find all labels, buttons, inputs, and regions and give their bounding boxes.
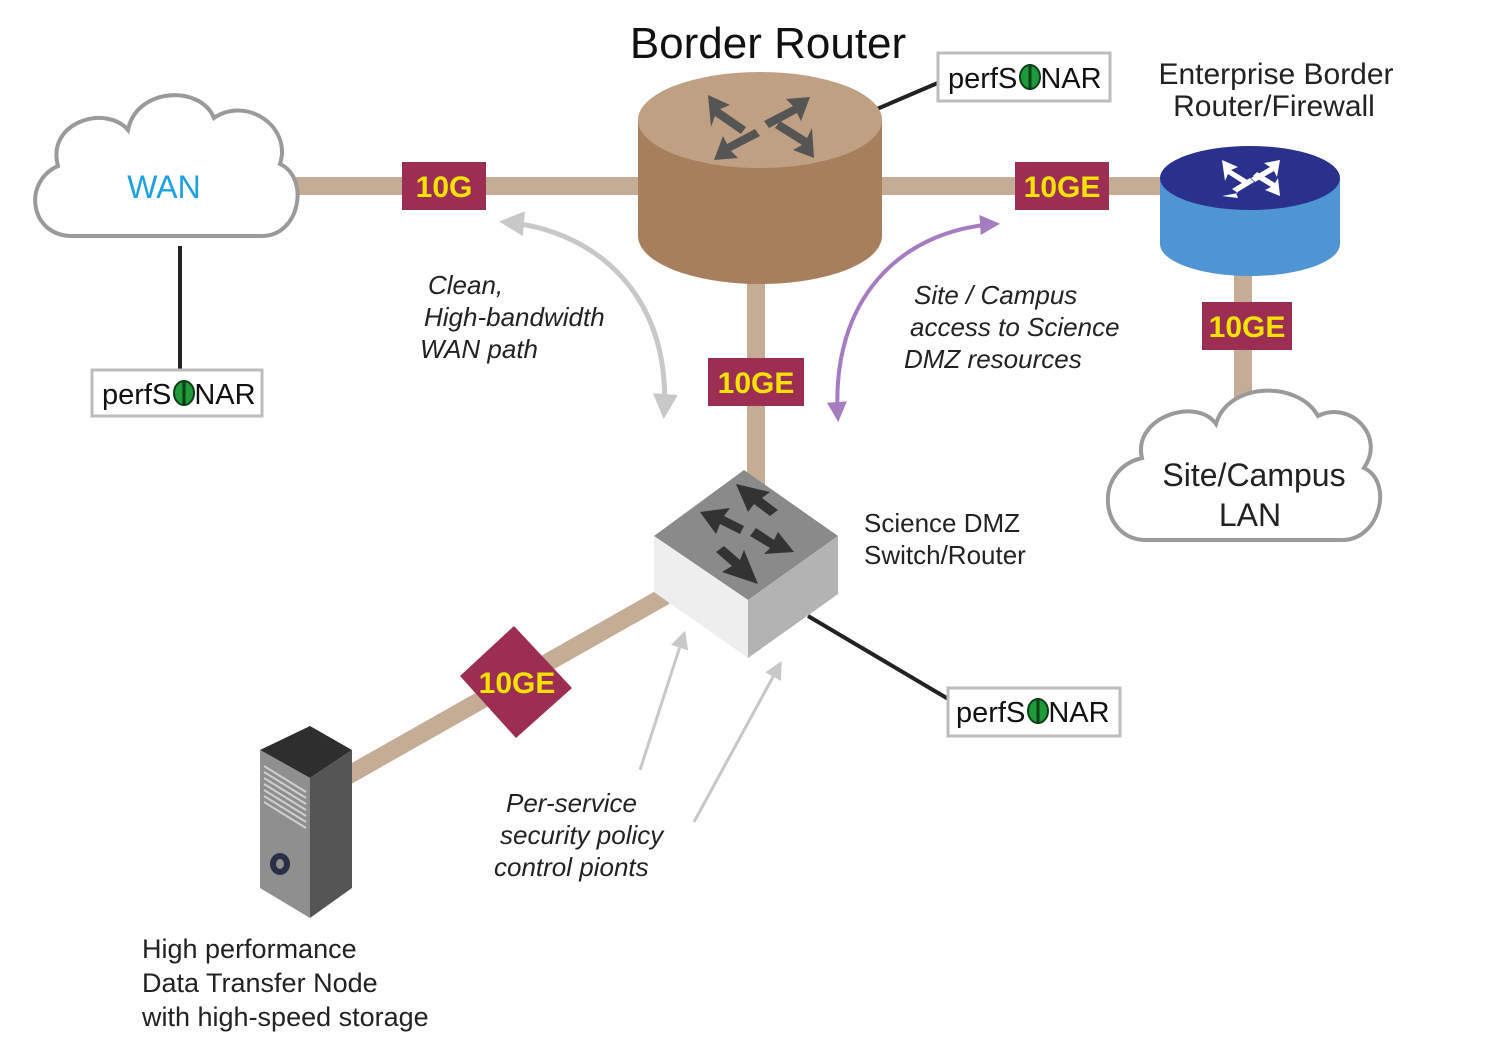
badge-enterprise-campus: 10GE <box>1202 302 1292 350</box>
wan-cloud: WAN <box>33 93 300 238</box>
border-router: Border Router <box>630 19 906 284</box>
campus-lan-cloud: Site/Campus LAN <box>1105 388 1382 543</box>
annotation-campus-access: Site / Campus access to Science DMZ reso… <box>904 280 1120 374</box>
annotation-wan-path: Clean, High-bandwidth WAN path <box>420 270 605 364</box>
annotation-wan-path-line2: High-bandwidth <box>424 302 605 332</box>
badge-border-enterprise: 10GE <box>1015 162 1109 210</box>
badge-border-enterprise-label: 10GE <box>1024 171 1101 204</box>
annotation-wan-path-line1: Clean, <box>428 270 503 300</box>
cloud-icon <box>1105 388 1382 543</box>
security-pointer-arrow <box>638 630 689 771</box>
double-arrow-icon <box>826 215 1000 422</box>
annotation-campus-access-line1: Site / Campus <box>914 280 1077 310</box>
annotation-security-line3: control pionts <box>494 852 649 882</box>
data-transfer-node: High performance Data Transfer Node with… <box>141 726 429 1032</box>
badge-dmz-dtn: 10GE <box>460 626 572 738</box>
badge-wan-border: 10G <box>402 162 486 210</box>
firewall-icon <box>1160 146 1340 276</box>
enterprise-firewall: Enterprise Border Router/Firewall <box>1158 58 1394 276</box>
dmz-switch: Science DMZ Switch/Router <box>654 470 1026 658</box>
security-pointer-arrow <box>692 660 782 823</box>
campus-label-line1: Site/Campus <box>1162 457 1345 493</box>
border-router-title: Border Router <box>630 19 906 68</box>
annotation-security-line1: Per-service <box>506 788 637 818</box>
perfsonar-logo-icon <box>173 380 195 406</box>
enterprise-label-line2: Router/Firewall <box>1173 90 1375 123</box>
perfsonar-logo-icon <box>1027 698 1049 724</box>
badge-wan-border-label: 10G <box>416 171 473 204</box>
badge-border-dmz: 10GE <box>708 358 804 406</box>
switch-icon <box>654 470 838 658</box>
dtn-label-line2: Data Transfer Node <box>142 968 378 998</box>
perfsonar-connectors <box>178 80 952 702</box>
server-icon <box>260 726 352 918</box>
campus-label-line2: LAN <box>1219 497 1281 533</box>
dtn-label-line1: High performance <box>142 934 357 964</box>
enterprise-label-line1: Enterprise Border <box>1158 58 1393 91</box>
perfsonar-logo-icon <box>1019 64 1041 90</box>
wan-label: WAN <box>127 169 200 205</box>
annotation-campus-access-line2: access to Science <box>910 312 1120 342</box>
annotation-campus-access-line3: DMZ resources <box>904 344 1082 374</box>
connector-border-perfsonar <box>869 80 941 114</box>
annotation-security-line2: security policy <box>500 820 665 850</box>
badge-dmz-dtn-label: 10GE <box>479 667 556 700</box>
annotation-security: Per-service security policy control pion… <box>494 788 665 882</box>
dtn-label-line3: with high-speed storage <box>141 1002 429 1032</box>
badge-enterprise-campus-label: 10GE <box>1209 311 1286 344</box>
annotation-wan-path-line3: WAN path <box>420 334 538 364</box>
dmz-switch-label-line2: Switch/Router <box>864 540 1026 570</box>
double-arrow-icon <box>499 211 678 419</box>
connector-dmz-perfsonar <box>806 614 952 702</box>
router-icon <box>638 72 882 284</box>
badge-border-dmz-label: 10GE <box>718 367 795 400</box>
dmz-switch-label-line1: Science DMZ <box>864 508 1020 538</box>
cloud-icon <box>33 93 300 238</box>
